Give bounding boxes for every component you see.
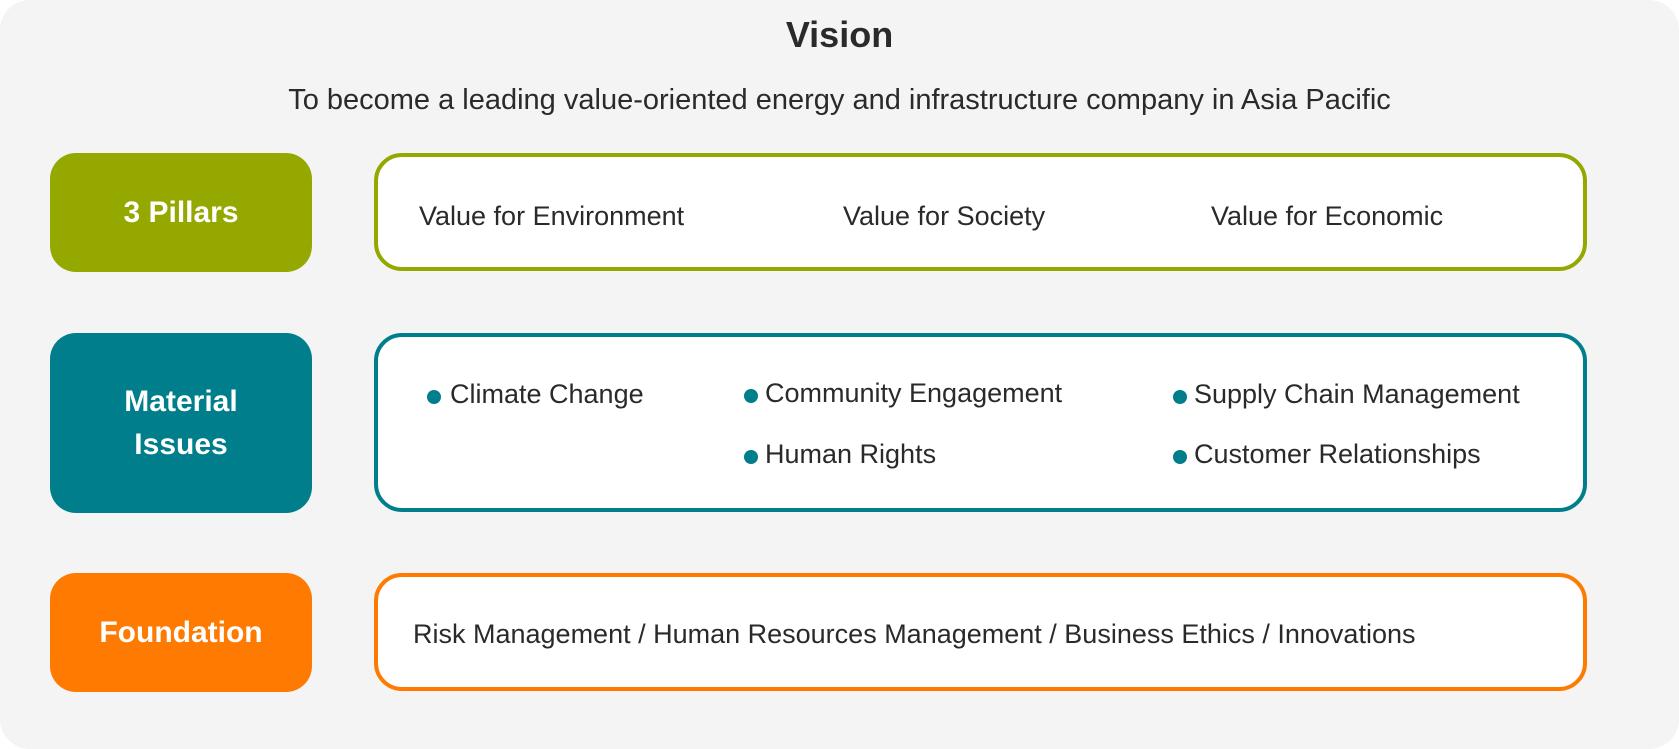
material-issues-label-text: Material Issues: [124, 385, 238, 461]
bullet-icon: [744, 389, 758, 403]
material-issues-label: Material Issues: [50, 333, 312, 513]
issue-climate-change: Climate Change: [450, 379, 644, 409]
issue-community-engagement: Community Engagement: [765, 378, 1063, 408]
pillar-society: Value for Society: [843, 201, 1046, 231]
pillars-box: Value for Environment Value for Society …: [374, 153, 1587, 271]
issue-supply-chain: Supply Chain Management: [1194, 379, 1520, 409]
material-issues-box: Climate Change Community Engagement Huma…: [374, 333, 1587, 512]
pillar-economic: Value for Economic: [1211, 201, 1444, 231]
vision-statement: To become a leading value-oriented energ…: [288, 84, 1391, 116]
foundation-text: Risk Management / Human Resources Manage…: [413, 619, 1416, 649]
foundation-box: Risk Management / Human Resources Manage…: [374, 573, 1587, 691]
issue-human-rights: Human Rights: [765, 439, 937, 469]
pillars-label: 3 Pillars: [50, 153, 312, 272]
issue-customer-relationships: Customer Relationships: [1194, 439, 1481, 469]
vision-title: Vision: [785, 14, 894, 55]
foundation-label: Foundation: [50, 573, 312, 692]
bullet-icon: [427, 390, 441, 404]
pillar-environment: Value for Environment: [419, 201, 685, 231]
bullet-icon: [744, 450, 758, 464]
bullet-icon: [1173, 390, 1187, 404]
bullet-icon: [1173, 450, 1187, 464]
